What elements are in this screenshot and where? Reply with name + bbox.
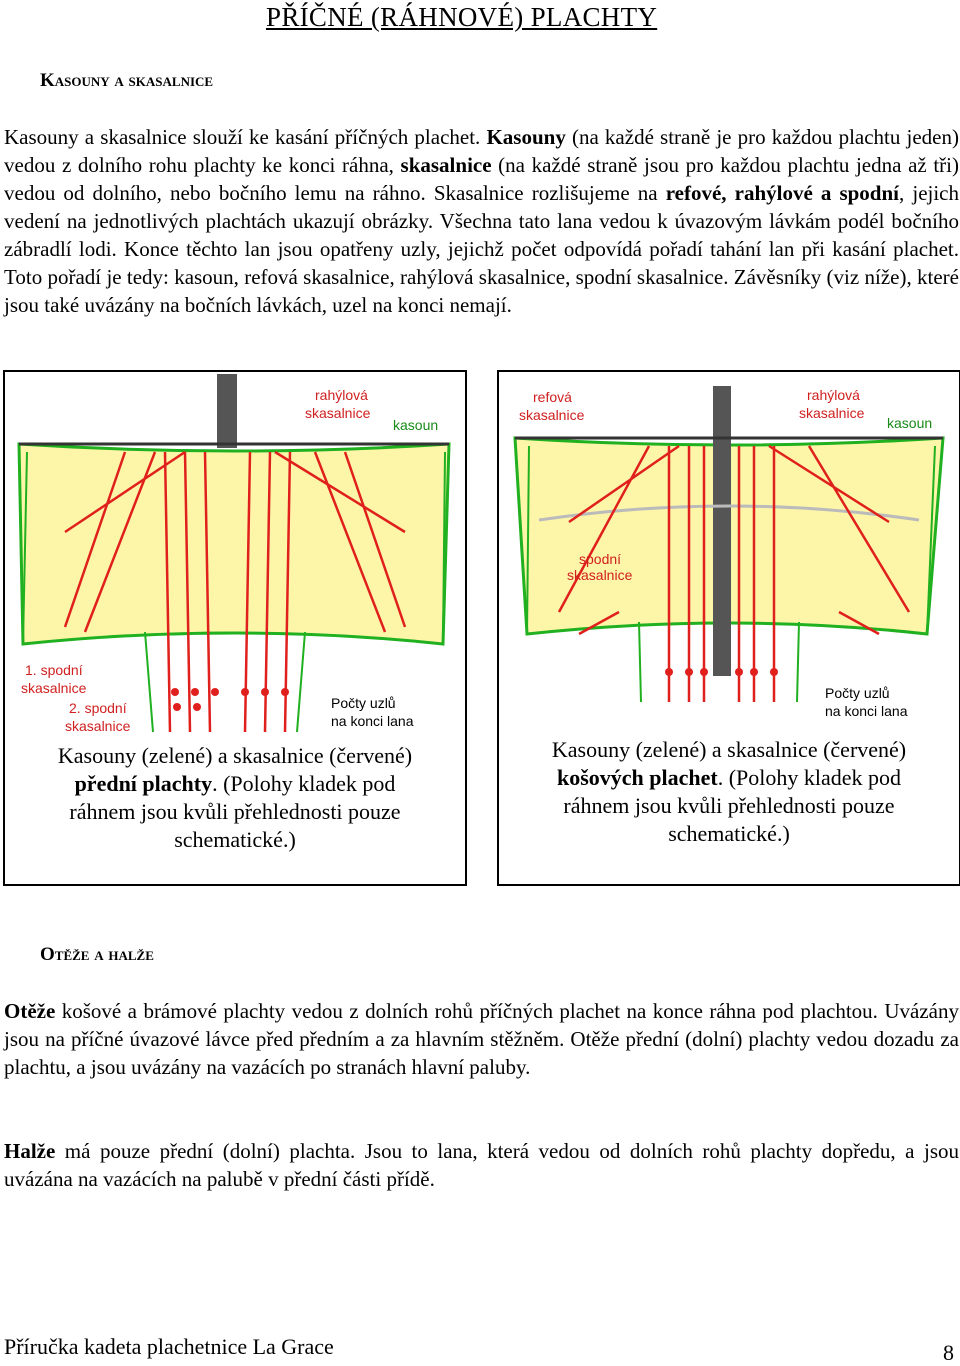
label-spodni-2: 2. spodní (69, 700, 127, 716)
mast (217, 374, 237, 448)
paragraph-oteze: Otěže košové a brámové plachty vedou z d… (4, 999, 959, 1079)
label-pocty-b: na konci lana (825, 703, 908, 719)
label-rahylova-b: skasalnice (799, 405, 865, 421)
label-kasoun: kasoun (887, 415, 932, 431)
kasoun-lines (526, 445, 936, 703)
label-refova: refová (533, 389, 572, 405)
label-pocty: Počty uzlů (825, 685, 890, 701)
label-kasoun: kasoun (393, 417, 438, 433)
figure2-caption: Kasouny (zelené) a skasalnice (červené) … (551, 737, 907, 846)
knot-dots (171, 688, 289, 711)
figure-kosove-plachty: refová skasalnice rahýlová skasalnice ka… (497, 370, 960, 886)
label-rahylova: rahýlová (807, 387, 860, 403)
label-spodni-1b: skasalnice (21, 680, 87, 696)
label-rahylova: rahýlová (315, 387, 368, 403)
reef-line (538, 504, 920, 522)
label-pocty-b: na konci lana (331, 713, 414, 729)
paragraph-halze: Halže má pouze přední (dolní) plachta. J… (4, 1139, 959, 1191)
paragraph-kasouny: Kasouny a skasalnice slouží ke kasání př… (4, 125, 960, 317)
label-skasalnice: skasalnice (305, 405, 371, 421)
section-heading-oteze: Otěže a halže (40, 944, 154, 965)
sail-shape (17, 442, 451, 646)
footer-text: Příručka kadeta plachetnice La Grace (4, 1334, 334, 1359)
skasalnice-lines (63, 450, 407, 733)
kasoun-lower-lines (144, 631, 306, 733)
page-number: 8 (943, 1340, 954, 1365)
label-spodni: spodní (579, 551, 621, 567)
kasoun-lines (22, 451, 446, 645)
figure-predni-plachta: rahýlová skasalnice kasoun 1. spodní ska… (3, 370, 467, 886)
figure-kosove-diagram: refová skasalnice rahýlová skasalnice ka… (513, 386, 945, 719)
label-spodni-1: 1. spodní (25, 662, 83, 678)
label-pocty: Počty uzlů (331, 695, 396, 711)
skasalnice-lines (557, 444, 911, 702)
label-spodni-2b: skasalnice (65, 718, 131, 734)
figure-predni-diagram: rahýlová skasalnice kasoun 1. spodní ska… (17, 374, 451, 734)
label-refova-b: skasalnice (519, 407, 585, 423)
figure1-caption: Kasouny (zelené) a skasalnice (červené) … (57, 743, 413, 852)
page-title: PŘÍČNÉ (RÁHNOVÉ) PLACHTY (266, 2, 658, 32)
section-heading-kasouny: Kasouny a skasalnice (40, 70, 214, 91)
mast (713, 386, 731, 676)
knot-dots (665, 668, 778, 676)
label-spodni-b: skasalnice (567, 567, 633, 583)
